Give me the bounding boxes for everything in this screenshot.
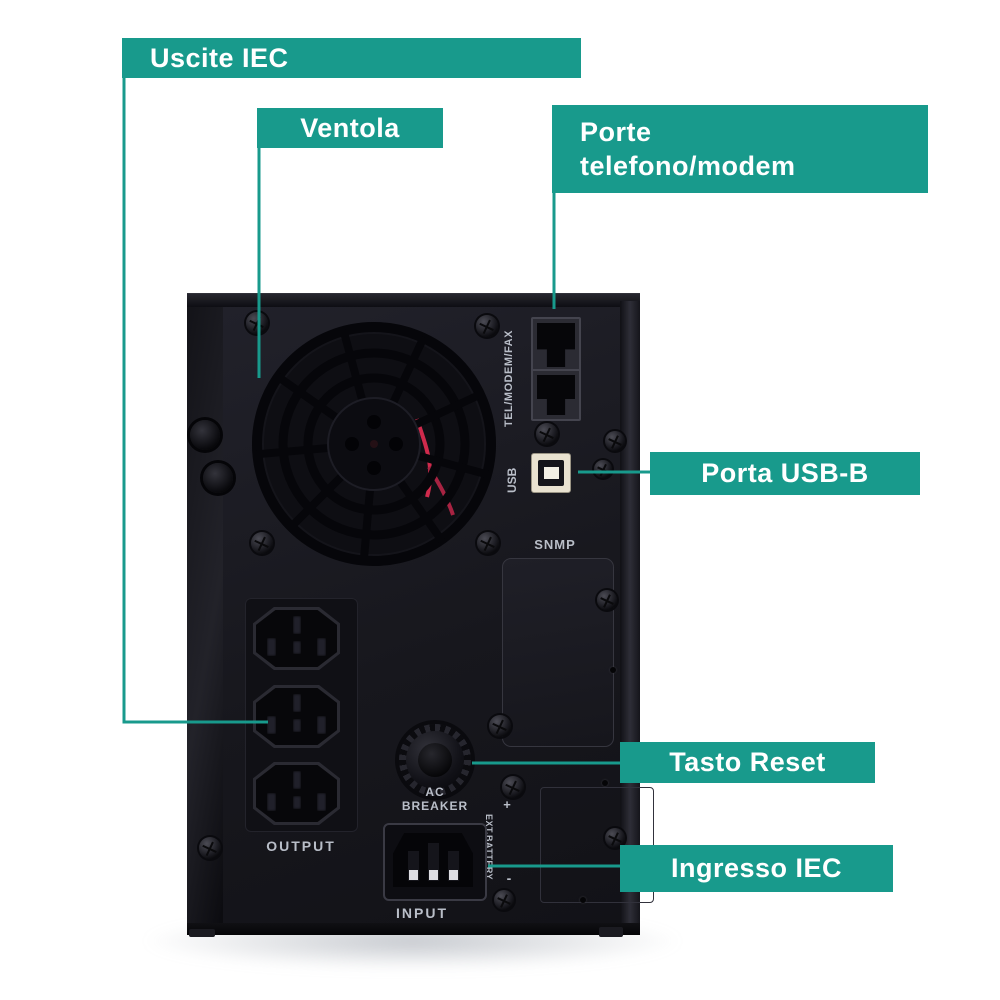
input-pin [408,851,419,881]
rj11-jack-opening [537,323,575,367]
screw [605,828,625,848]
ext-battery-label: EXT.BATTERY [484,814,494,881]
screw [199,837,221,859]
callout-ingresso-iec: Ingresso IEC [620,845,893,892]
callout-porta-usb: Porta USB-B [650,452,920,495]
device-left-bevel [187,307,225,929]
device-top-bevel [187,293,640,310]
callout-ventola: Ventola [257,108,443,148]
callout-porte-telefono-text: Porte telefono/modem [580,117,796,181]
callout-uscite-iec-text: Uscite IEC [150,42,289,73]
callout-porte-telefono: Porte telefono/modem [552,105,928,193]
screw [605,431,625,451]
screw [489,715,511,737]
tel-modem-fax-label: TEL/MODEM/FAX [503,330,515,427]
iec-input-socket [383,823,487,901]
rj11-port-top [531,317,581,373]
ext-battery-minus: - [506,870,512,886]
panel-hole [580,897,586,903]
screw [536,423,558,445]
device-foot-right [599,927,623,937]
callout-ventola-text: Ventola [300,112,400,143]
output-label: OUTPUT [266,838,336,854]
iec-output-socket-3 [253,762,340,825]
device-foot-left [189,929,215,937]
input-pin [428,843,439,881]
screw [477,532,499,554]
usb-b-port [531,453,571,493]
ac-breaker-button [399,724,471,796]
device-bottom-edge [187,923,640,935]
rj11-jack-opening [537,375,575,415]
snmp-label: SNMP [534,537,576,552]
callout-uscite-iec: Uscite IEC [122,38,581,78]
callout-porta-usb-text: Porta USB-B [701,458,869,488]
ext-battery-plus: + [503,797,511,812]
screw [476,315,498,337]
callout-ingresso-iec-text: Ingresso IEC [670,853,843,883]
ups-back-panel: TEL/MODEM/FAX USB SNMP [187,293,654,937]
usb-label: USB [505,467,519,493]
screw [246,312,268,334]
panel-hole [610,667,616,673]
screw [502,776,524,798]
iec-output-socket-2 [253,685,340,748]
screw [251,532,273,554]
screw [594,460,612,478]
snmp-slot-cover [502,558,614,747]
callout-tasto-reset-text: Tasto Reset [669,747,826,777]
callout-tasto-reset: Tasto Reset [620,742,875,783]
standoff-nut [190,420,220,450]
input-pin [448,851,459,881]
iec-output-socket-1 [253,607,340,670]
standoff-nut [203,463,233,493]
screw [494,890,514,910]
panel-hole [602,780,608,786]
rj11-port-bottom [531,369,581,421]
input-label: INPUT [396,905,448,921]
ac-breaker-label: AC BREAKER [401,785,469,813]
fan-grille [252,322,496,566]
screw [597,590,617,610]
usb-b-opening [538,460,564,486]
